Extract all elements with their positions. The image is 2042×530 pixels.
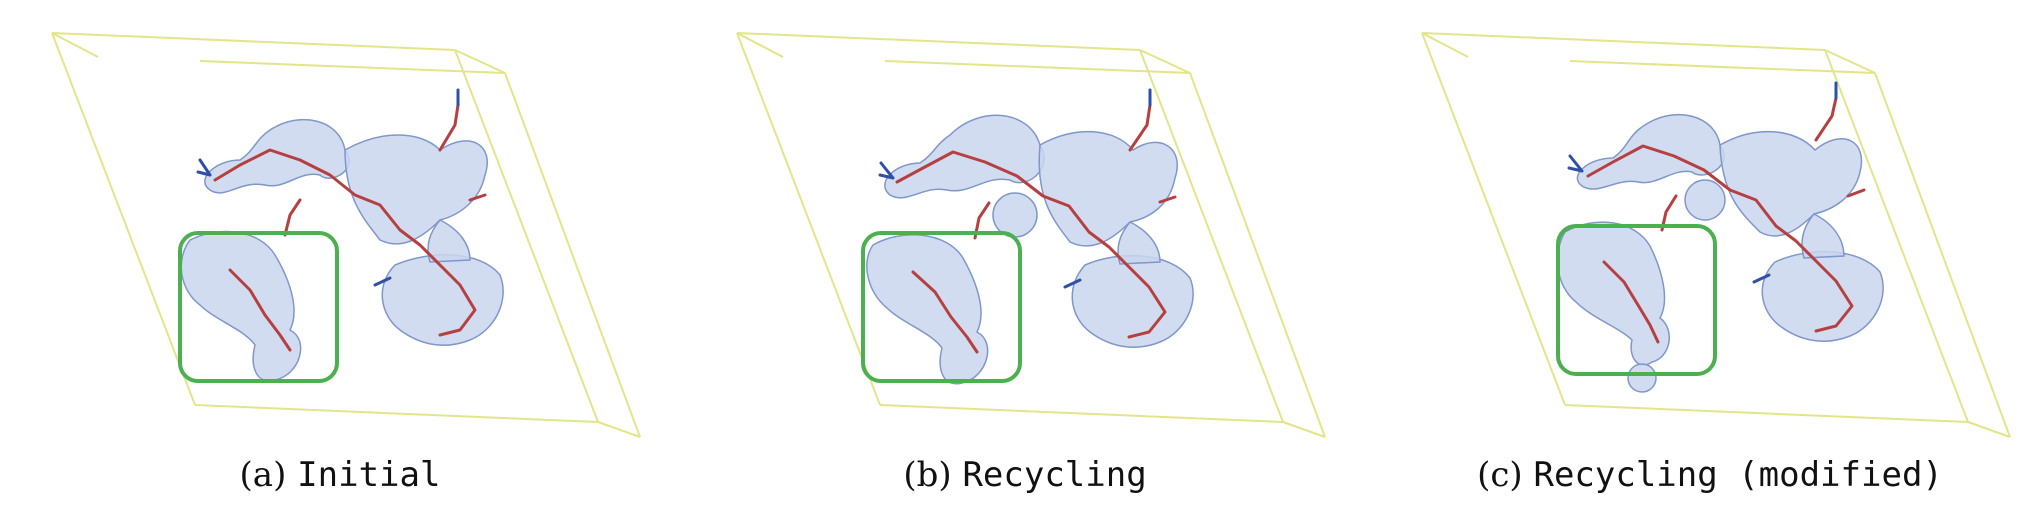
caption-c-letter: (c) xyxy=(1477,455,1523,495)
highlight-box xyxy=(178,231,339,383)
caption-b-name: Recycling xyxy=(962,455,1147,495)
nitrogen-atoms xyxy=(196,88,460,287)
backbone-trace xyxy=(1586,96,1866,344)
electron-density-mesh xyxy=(1556,113,1884,393)
highlight-box xyxy=(861,231,1022,383)
caption-a-letter: (a) xyxy=(239,455,287,495)
backbone-trace xyxy=(213,103,487,352)
caption-a-name: Initial xyxy=(297,455,441,495)
density-visualization-b xyxy=(736,32,1326,438)
unit-cell-box xyxy=(51,32,641,438)
caption-c: (c) Recycling (modified) xyxy=(1370,455,2042,495)
density-visualization-c xyxy=(1421,32,2011,438)
unit-cell-box xyxy=(1421,32,2011,438)
panel-a: (a) Initial xyxy=(0,0,680,530)
electron-density-mesh xyxy=(180,118,504,382)
panel-c: (c) Recycling (modified) xyxy=(1370,0,2042,530)
nitrogen-atoms xyxy=(878,88,1152,289)
density-visualization-a xyxy=(51,32,641,438)
caption-b: (b) Recycling xyxy=(685,455,1365,495)
highlight-box xyxy=(1556,224,1717,376)
caption-b-letter: (b) xyxy=(903,455,952,495)
panel-b: (b) Recycling xyxy=(685,0,1365,530)
caption-a: (a) Initial xyxy=(0,455,680,495)
electron-density-mesh xyxy=(866,114,1194,385)
backbone-trace xyxy=(895,103,1177,354)
caption-c-name: Recycling (modified) xyxy=(1533,455,1943,495)
nitrogen-atoms xyxy=(1567,81,1838,284)
unit-cell-box xyxy=(736,32,1326,438)
